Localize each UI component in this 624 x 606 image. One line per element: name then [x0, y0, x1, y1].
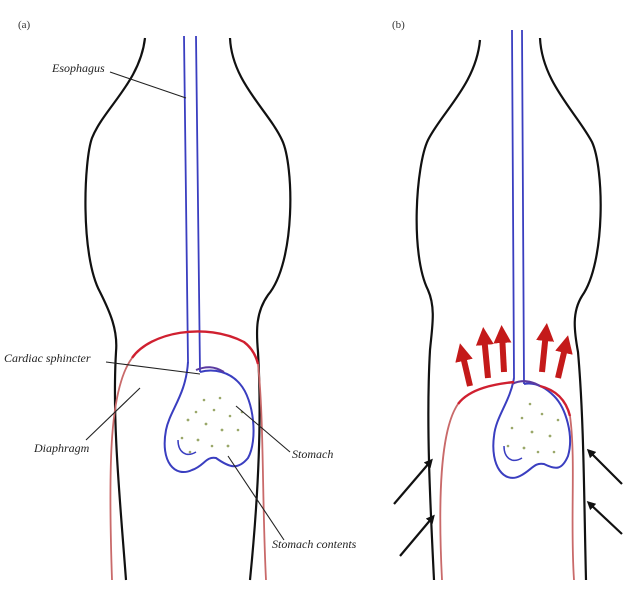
- stomach-inner: [178, 440, 196, 454]
- black-diagonal-arrow-icon: [590, 504, 622, 534]
- diaphragm-left: [110, 358, 132, 580]
- black-diagonal-arrow-icon: [400, 518, 432, 556]
- stomach-outline: [165, 362, 254, 472]
- body-outline-left: [85, 38, 145, 580]
- red-up-arrow-icon: [558, 344, 566, 378]
- diaphragm-left-b: [440, 404, 458, 580]
- stomach-contents-dots: [181, 397, 244, 454]
- label-diaphragm: Diaphragm: [33, 441, 90, 455]
- black-diagonal-arrow-icon: [394, 462, 430, 504]
- red-up-arrow-icon: [542, 332, 546, 372]
- label-esophagus: Esophagus: [51, 61, 105, 75]
- body-outline-right: [230, 38, 290, 580]
- label-stomach-contents: Stomach contents: [272, 537, 357, 551]
- diaphragm-top: [132, 331, 258, 364]
- esophagus-b: [512, 30, 524, 384]
- panel-a-tag: (a): [18, 19, 31, 31]
- label-stomach: Stomach: [292, 447, 333, 461]
- body-outline-right-b: [540, 38, 601, 580]
- red-up-arrow-icon: [502, 334, 504, 372]
- red-up-arrow-icon: [462, 352, 470, 386]
- body-outline-left-b: [417, 40, 480, 580]
- panel-a: (a) Esophagus C: [4, 19, 357, 580]
- stomach-outline-b: [493, 378, 570, 478]
- esophagus: [184, 36, 200, 372]
- stomach-contents-dots-b: [507, 403, 560, 454]
- panel-b-tag: (b): [392, 19, 405, 31]
- panel-b: (b): [392, 19, 622, 580]
- red-up-arrow-icon: [484, 336, 488, 378]
- label-cardiac-sphincter: Cardiac sphincter: [4, 351, 91, 365]
- black-diagonal-arrow-icon: [590, 452, 622, 484]
- stomach-inner-b: [504, 446, 522, 460]
- diaphragm-top-b: [458, 382, 570, 416]
